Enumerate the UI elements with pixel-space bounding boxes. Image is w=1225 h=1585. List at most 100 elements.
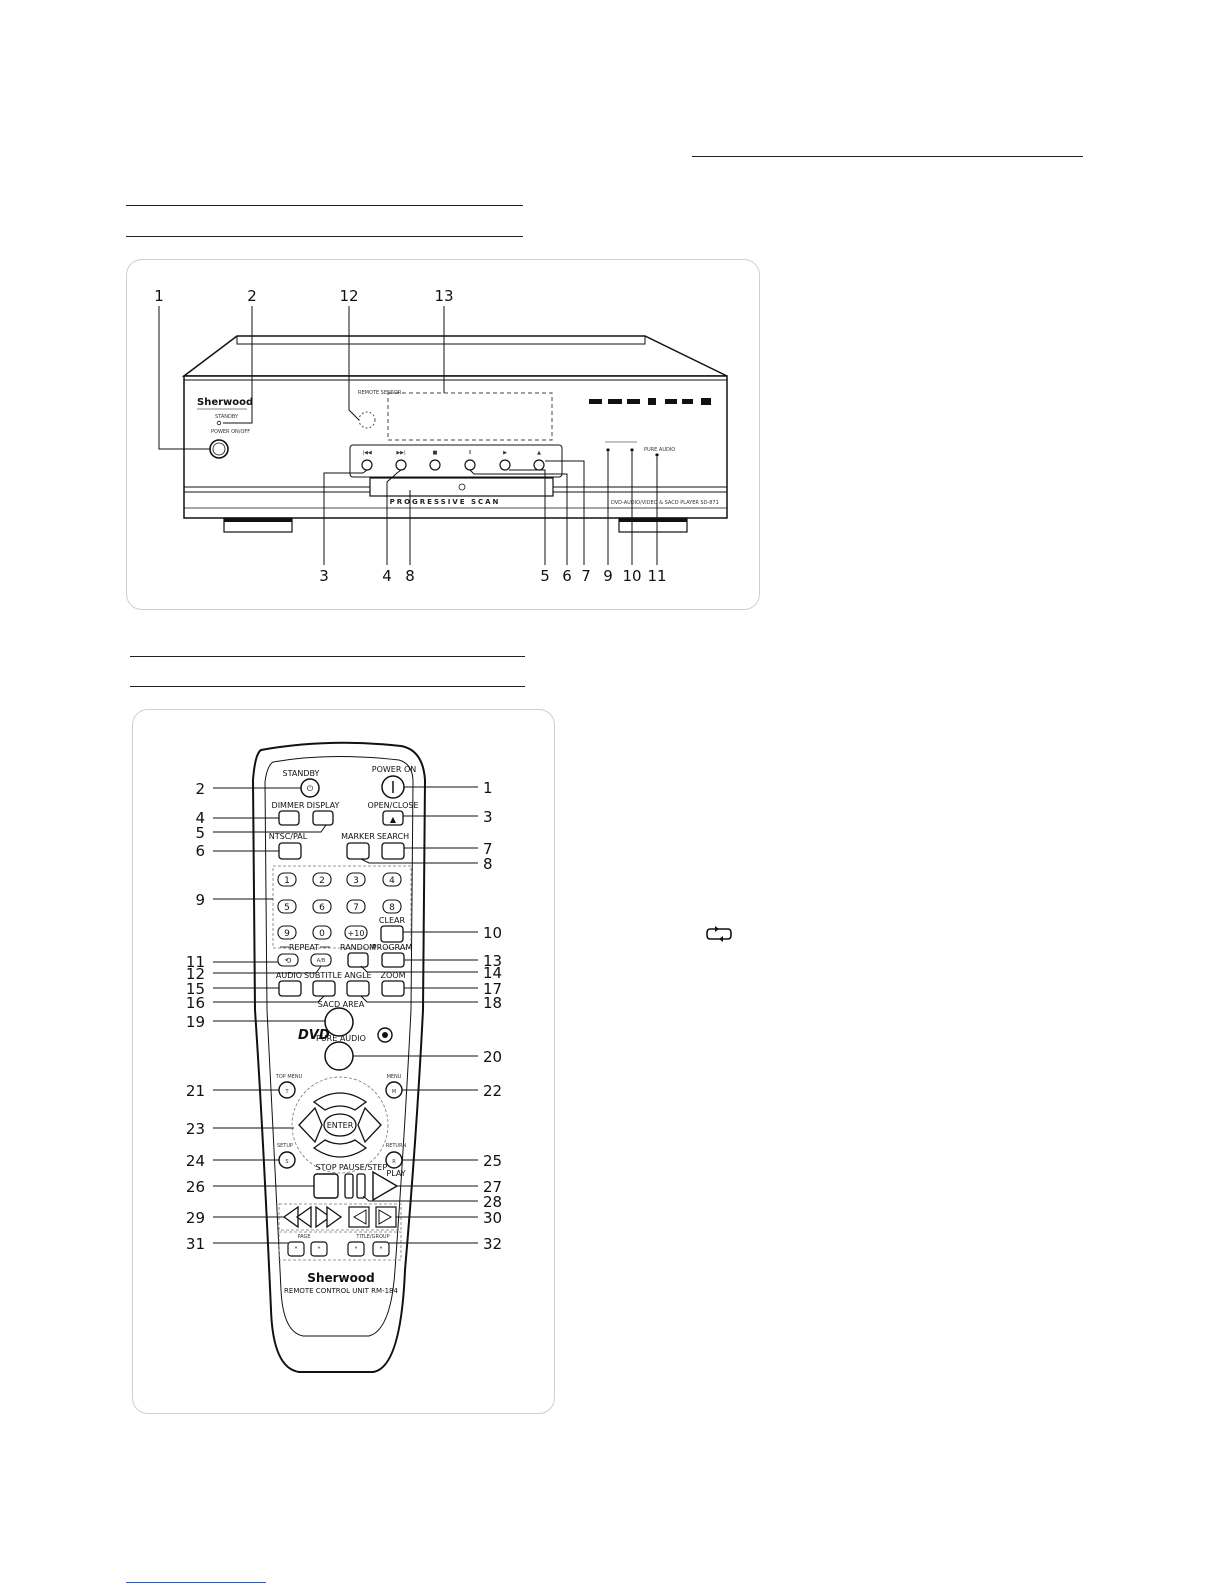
remote-callout-31: 31 <box>186 1235 205 1253</box>
sacd-area-button[interactable] <box>324 1007 354 1037</box>
stop-button[interactable] <box>313 1173 339 1199</box>
page-up-button[interactable] <box>310 1241 328 1257</box>
chevron-down-icon: ˅ <box>294 1246 298 1255</box>
open-close-button[interactable] <box>382 810 404 826</box>
display-button[interactable] <box>312 810 334 826</box>
chevron-up-icon: ˄ <box>379 1246 383 1255</box>
key-plus10[interactable] <box>344 925 368 940</box>
repeat-button[interactable] <box>277 953 299 967</box>
indicator-9 <box>606 448 610 452</box>
audio-button[interactable] <box>278 980 302 997</box>
page-down-button[interactable] <box>287 1241 305 1257</box>
remote-callout-11: 11 <box>186 953 205 971</box>
nav-pad-area <box>291 1076 389 1174</box>
callout-8: 8 <box>405 567 415 585</box>
setup-label: SETUP <box>277 1143 293 1149</box>
page-label: PAGE <box>297 1234 310 1240</box>
fast-forward-button[interactable] <box>315 1205 332 1229</box>
dimmer-label: DIMMER <box>272 801 305 810</box>
footer-rule <box>126 1582 266 1583</box>
key-4[interactable] <box>382 872 402 887</box>
callout-7: 7 <box>581 567 591 585</box>
remote-callout-9: 9 <box>195 891 205 909</box>
key-2[interactable] <box>312 872 332 887</box>
key-5[interactable] <box>277 899 297 914</box>
key-3-label: 3 <box>353 876 359 886</box>
key-8[interactable] <box>382 899 402 914</box>
program-button[interactable] <box>381 952 405 968</box>
title-up-button[interactable] <box>372 1241 390 1257</box>
standby-indicator <box>216 420 222 426</box>
disc-logo-icon <box>458 483 466 491</box>
pause-bar-right[interactable] <box>356 1173 366 1199</box>
remote-callout-18: 18 <box>483 994 502 1012</box>
repeat-ab-label: A/B <box>317 958 326 964</box>
callout-4: 4 <box>382 567 392 585</box>
marker-button[interactable] <box>346 842 370 860</box>
section2-rule-top <box>130 656 525 657</box>
key-4-label: 4 <box>389 876 395 886</box>
header-rule-right <box>692 156 1083 157</box>
remote-callout-32: 32 <box>483 1235 502 1253</box>
stop-button[interactable]: ■ <box>429 450 441 471</box>
search-button[interactable] <box>381 842 405 860</box>
angle-button[interactable] <box>346 980 370 997</box>
callout-6: 6 <box>562 567 572 585</box>
nav-left-button[interactable] <box>298 1106 323 1144</box>
remote-callout-26: 26 <box>186 1178 205 1196</box>
key-7[interactable] <box>346 899 366 914</box>
standby-label: STANDBY <box>283 769 320 778</box>
repeat-label: REPEAT <box>289 943 319 952</box>
remote-callout-22: 22 <box>483 1082 502 1100</box>
remote-leader-lines <box>213 786 478 1244</box>
key-1[interactable] <box>277 872 297 887</box>
skip-forward-button[interactable] <box>375 1206 397 1228</box>
remote-callout-27: 27 <box>483 1178 502 1196</box>
remote-callout-1: 1 <box>483 779 493 797</box>
nav-up-button[interactable] <box>312 1092 368 1111</box>
nav-right-button[interactable] <box>357 1106 382 1144</box>
svg-text:II: II <box>469 450 472 456</box>
top-menu-label: TOP MENU <box>275 1074 303 1080</box>
remote-callout-15: 15 <box>186 980 205 998</box>
title-down-button[interactable] <box>347 1241 365 1257</box>
skip-back-button[interactable] <box>348 1206 370 1228</box>
key-plus10-label: +10 <box>348 929 365 938</box>
key-6-label: 6 <box>319 903 325 913</box>
key-3[interactable] <box>346 872 366 887</box>
zoom-label: ZOOM <box>381 971 406 980</box>
callout-13: 13 <box>434 287 453 305</box>
remote-callout-4: 4 <box>195 809 205 827</box>
nav-down-button[interactable] <box>312 1139 368 1158</box>
enter-button[interactable] <box>323 1113 357 1137</box>
repeat-icon <box>706 926 732 942</box>
chevron-down-icon: ˅ <box>354 1246 358 1255</box>
ntsc-pal-button[interactable] <box>278 842 302 860</box>
remote-callout-8: 8 <box>483 855 493 873</box>
random-button[interactable] <box>347 952 369 968</box>
progressive-scan-label: PROGRESSIVE SCAN <box>390 498 501 506</box>
remote-callout-20: 20 <box>483 1048 502 1066</box>
pause-bar-left[interactable] <box>344 1173 354 1199</box>
key-0[interactable] <box>312 925 332 940</box>
section1-rule-top <box>126 205 523 206</box>
pure-audio-button[interactable] <box>324 1041 354 1071</box>
chevron-up-icon: ˄ <box>317 1246 321 1255</box>
dimmer-button[interactable] <box>278 810 300 826</box>
svg-text:▶: ▶ <box>503 450 507 456</box>
key-1-label: 1 <box>284 876 290 886</box>
key-9[interactable] <box>277 925 297 940</box>
key-5-label: 5 <box>284 903 290 913</box>
key-6[interactable] <box>312 899 332 914</box>
stop-label: STOP <box>315 1163 336 1172</box>
play-button[interactable]: ▶ <box>499 450 511 471</box>
remote-callout-19: 19 <box>186 1013 205 1031</box>
play-button[interactable] <box>372 1170 399 1202</box>
front-panel-drawing: 1 2 12 13 Sherwood STANDBY POWER ON/OFF … <box>154 287 728 585</box>
indicator-10 <box>630 448 634 452</box>
svg-text:▲: ▲ <box>537 450 541 456</box>
subtitle-button[interactable] <box>312 980 336 997</box>
clear-button[interactable] <box>380 925 404 943</box>
top-menu-letter: T <box>284 1089 289 1095</box>
zoom-button[interactable] <box>381 980 405 997</box>
